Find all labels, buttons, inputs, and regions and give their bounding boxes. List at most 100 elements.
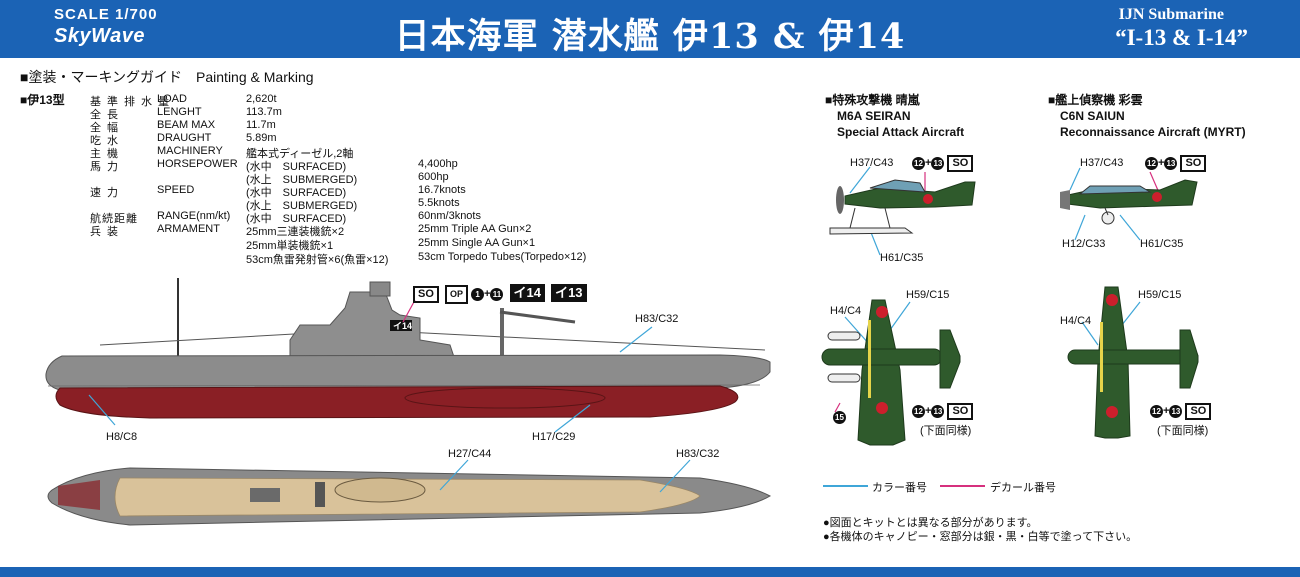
submarine-top-view [47, 467, 772, 526]
color-label-h83-top: H83/C32 [635, 313, 679, 325]
saiun-under-note: (下面同様) [1157, 425, 1209, 437]
saiun-label-h37: H37/C43 [1080, 157, 1124, 169]
decal-number-circle: 11 [490, 287, 504, 301]
saiun-label-h59: H59/C15 [1138, 289, 1182, 301]
seiran-hinomaru [923, 194, 933, 204]
brand-logo: SkyWave [54, 25, 145, 47]
seiran-decal-15: 15 [833, 411, 846, 424]
saiun-model: C6N SAIUN [1060, 109, 1125, 123]
periscope-housing [369, 281, 391, 297]
tower-number: イ14 [393, 321, 412, 331]
so-marking: SO [947, 155, 974, 172]
crane-arm [499, 310, 576, 324]
seiran-top-wing [857, 299, 906, 446]
color-legend-label: カラー番号 [872, 482, 927, 494]
decal-number-circle: 12 [1145, 156, 1158, 170]
color-label-h83-bottom: H83/C32 [676, 448, 720, 460]
ship-class-label: ■伊13型 [20, 93, 65, 107]
seiran-top-view [821, 299, 961, 446]
saiun-wheel [1101, 211, 1115, 225]
saiun-top-view [1067, 286, 1199, 439]
op-marking: OP [444, 285, 468, 304]
seiran-description: Special Attack Aircraft [837, 125, 965, 139]
seiran-top-float [827, 331, 861, 341]
saiun-label-h4: H4/C4 [1060, 315, 1092, 327]
footer-bar [0, 567, 1300, 577]
saiun-top-hinomaru [1106, 406, 1118, 418]
saiun-top-tail [1179, 329, 1199, 389]
saiun-leading-edge [1100, 322, 1103, 392]
seiran-top-tail [939, 329, 961, 389]
stern-detail [58, 480, 100, 510]
i13-marking: イ13 [551, 284, 587, 302]
color-label-h17: H17/C29 [532, 431, 576, 443]
section-title: ■塗装・マーキングガイド Painting & Marking [20, 69, 314, 85]
i14-marking: イ14 [509, 284, 546, 302]
title-en-line1: IJN Submarine [1118, 6, 1224, 23]
plus-sign: + [484, 288, 491, 300]
decal-number-circle: 12 [1150, 404, 1163, 418]
saiun-hinomaru [1152, 192, 1162, 202]
decal-number-circle: 13 [1169, 404, 1183, 418]
rigging-wire [364, 329, 766, 351]
seiran-leading-edge [868, 320, 871, 398]
saiun-top-body [1067, 349, 1199, 365]
waterline [47, 384, 761, 387]
note-line: ●図面とキットとは異なる部分があります。 [823, 517, 1038, 529]
so-marking: SO [413, 286, 439, 303]
so-marking: SO [1180, 155, 1207, 172]
seiran-under-note: (下面同様) [920, 425, 972, 437]
seiran-label-h4: H4/C4 [830, 305, 862, 317]
plus-sign: + [925, 157, 932, 169]
saiun-label-h61: H61/C35 [1140, 238, 1184, 250]
saiun-jp-name: ■艦上偵察機 彩雲 [1048, 93, 1143, 107]
plus-sign: + [925, 405, 932, 417]
hangar-outline [404, 387, 606, 409]
decal-number-circle: 13 [931, 156, 945, 170]
title-en-line2: “I-13 & I-14” [1115, 25, 1248, 50]
seiran-label-h37: H37/C43 [850, 157, 894, 169]
seiran-canopy [869, 179, 926, 193]
saiun-description: Reconnaissance Aircraft (MYRT) [1060, 125, 1246, 139]
decal-legend-label: デカール番号 [990, 482, 1056, 494]
hull-lower-red [55, 385, 739, 419]
seiran-model: M6A SEIRAN [837, 109, 911, 123]
decal-number-circle: 15 [833, 411, 846, 424]
seiran-jp-name: ■特殊攻撃機 晴嵐 [825, 93, 920, 107]
aa-gun [315, 482, 325, 507]
color-legend-line [823, 485, 868, 487]
seiran-top-hinomaru [876, 306, 888, 318]
tower-number-plate [390, 320, 412, 331]
so-marking: SO [1185, 403, 1212, 420]
decal-number-circle: 12 [912, 404, 925, 418]
color-label-h27: H27/C44 [448, 448, 492, 460]
saiun-label-h12: H12/C33 [1062, 238, 1106, 250]
seiran-side-view [829, 179, 976, 235]
crane-post [500, 308, 504, 358]
so-marking: SO [947, 403, 974, 420]
color-leader-lines [88, 166, 1141, 493]
saiun-heading: ■艦上偵察機 彩雲 C6N SAIUN Reconnaissance Aircr… [1048, 92, 1246, 140]
seiran-float [829, 227, 914, 235]
header-banner: SCALE 1/700 SkyWave 日本海軍 潜水艦 伊13 & 伊14 I… [0, 0, 1300, 58]
page-title: 日本海軍 潜水艦 伊13 & 伊14 [394, 16, 906, 57]
color-label-h8: H8/C8 [106, 431, 138, 443]
seiran-label-h59: H59/C15 [906, 289, 950, 301]
plus-sign: + [1163, 405, 1170, 417]
saiun-side-view [1060, 179, 1198, 225]
scale-label: SCALE 1/700 [54, 6, 158, 23]
conning-tower-top [334, 477, 426, 503]
deck-gun [250, 488, 280, 502]
seiran-heading: ■特殊攻撃機 晴嵐 M6A SEIRAN Special Attack Airc… [825, 92, 964, 140]
seiran-top-float [827, 373, 861, 383]
saiun-canopy [1078, 185, 1152, 195]
decal-legend-line [940, 485, 985, 487]
decal-number-circle: 1 [471, 287, 485, 301]
decal-number-circle: 13 [1164, 156, 1178, 170]
seiran-propeller [836, 186, 844, 214]
